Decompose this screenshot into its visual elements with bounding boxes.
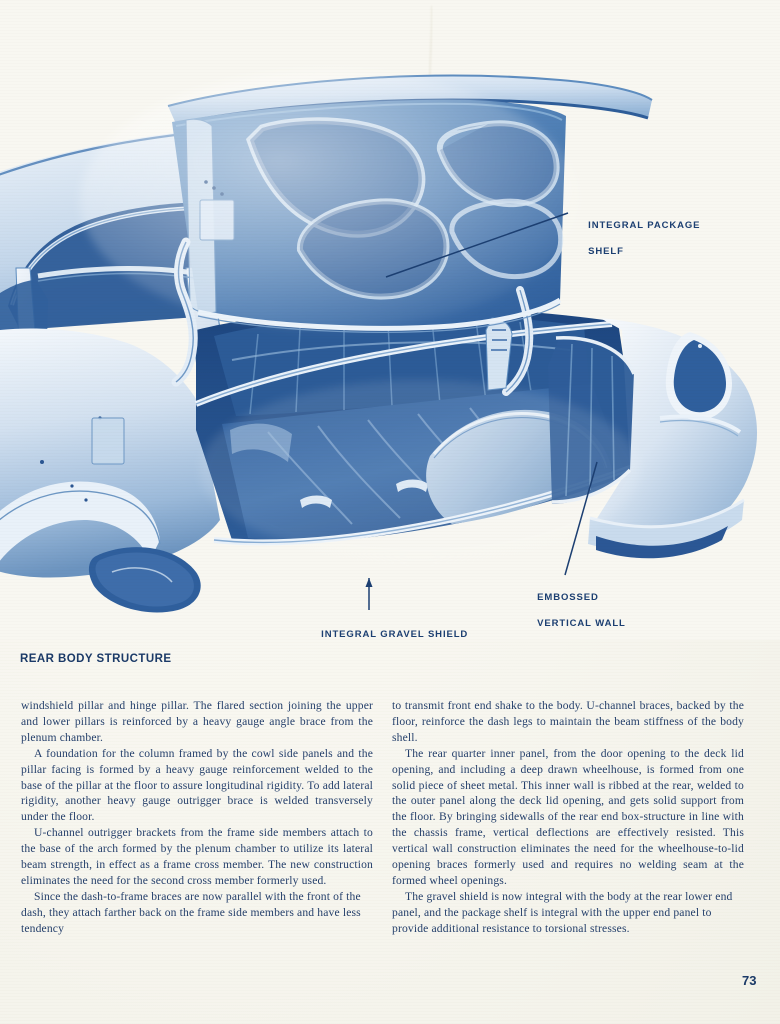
paragraph: U-channel outrigger brackets from the fr… [21, 826, 373, 887]
callout-line-1: INTEGRAL PACKAGE [588, 220, 701, 231]
page-number: 73 [742, 973, 757, 988]
paragraph: Since the dash-to-frame braces are now p… [21, 889, 361, 935]
leader-arrowhead [365, 578, 373, 587]
callout-line-2: VERTICAL WALL [537, 618, 626, 629]
paragraph: to transmit front end shake to the body.… [392, 699, 744, 744]
floor-glow [200, 380, 640, 560]
paragraph: A foundation for the column framed by th… [21, 746, 373, 824]
page-title: REAR BODY STRUCTURE [20, 653, 172, 665]
body-text-right-column: to transmit front end shake to the body.… [392, 698, 744, 937]
figure-svg [0, 5, 758, 613]
callout-line-2: SHELF [588, 246, 624, 257]
paragraph: The gravel shield is now integral with t… [392, 889, 733, 935]
callout-integral-package-shelf: INTEGRAL PACKAGE SHELF [574, 206, 700, 271]
paragraph: The rear quarter inner panel, from the d… [392, 746, 744, 887]
callout-line-1: EMBOSSED [537, 592, 599, 603]
callout-integral-gravel-shield: INTEGRAL GRAVEL SHIELD [307, 615, 468, 654]
rear-quarter-panel [0, 328, 220, 613]
leader-embossed-vertical-wall [564, 461, 598, 576]
callout-embossed-vertical-wall: EMBOSSED VERTICAL WALL [523, 578, 626, 643]
body-text-left-column: windshield pillar and hinge pillar. The … [21, 698, 373, 937]
callout-line-1: INTEGRAL GRAVEL SHIELD [321, 629, 469, 640]
light-glow [80, 70, 580, 330]
paragraph: windshield pillar and hinge pillar. The … [21, 699, 373, 744]
callout-leaders [365, 212, 598, 610]
leader-integral-package-shelf [385, 212, 569, 278]
rear-body-structure-figure [0, 5, 758, 613]
